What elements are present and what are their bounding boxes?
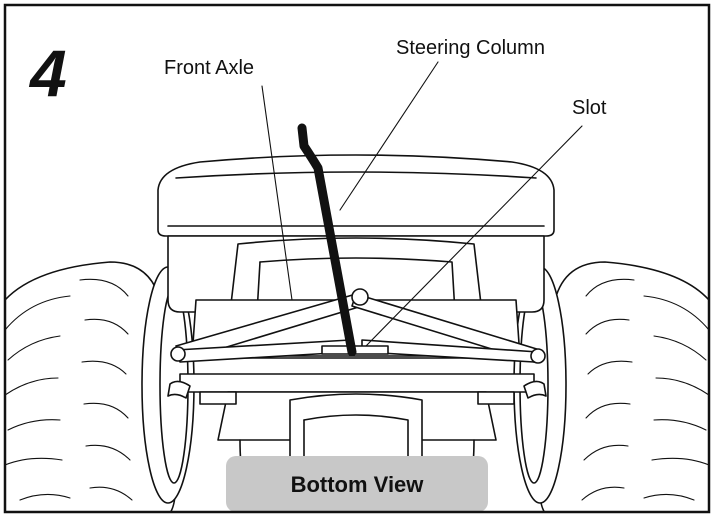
left-tire (5, 262, 194, 517)
right-pivot (531, 349, 545, 363)
caption-text: Bottom View (291, 472, 425, 497)
center-pivot (352, 289, 368, 305)
front-axle-label: Front Axle (164, 57, 254, 79)
caption-box: Bottom View (226, 456, 488, 512)
slot-label: Slot (572, 97, 607, 119)
steering-column-label: Steering Column (396, 37, 545, 59)
step-number: 4 (28, 36, 67, 110)
left-pivot (171, 347, 185, 361)
